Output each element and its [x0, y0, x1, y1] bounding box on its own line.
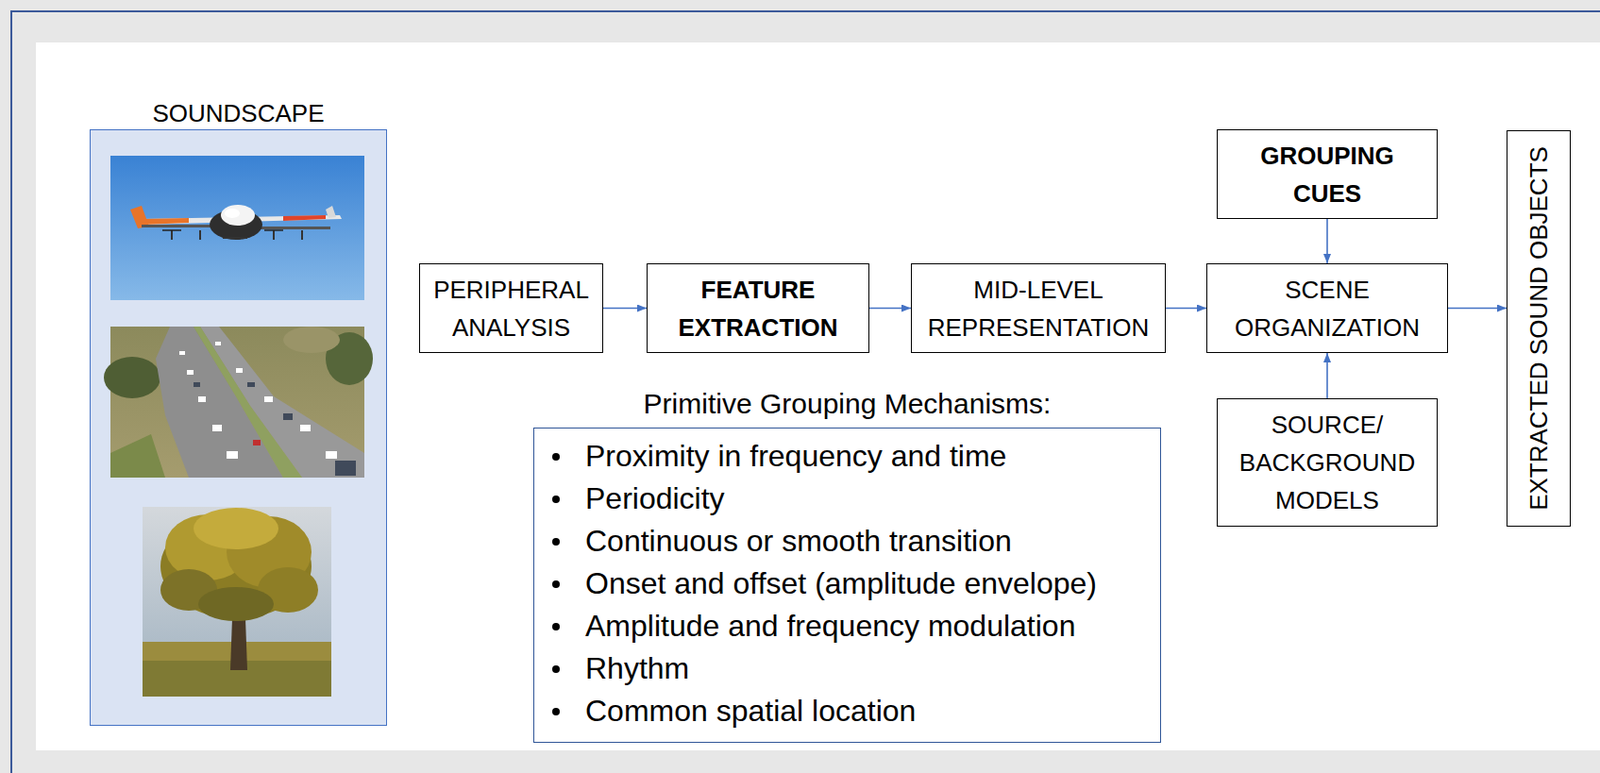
bullet-text: Onset and offset (amplitude envelope) — [585, 562, 1097, 606]
highway-photo — [103, 326, 373, 478]
flow-arrow — [869, 307, 911, 310]
bullet-dot — [552, 665, 560, 674]
process-box: FEATURE EXTRACTION — [646, 263, 870, 354]
flow-arrow — [1326, 218, 1329, 264]
bullet-dot — [552, 453, 560, 461]
bullet-dot — [552, 707, 560, 716]
flow-arrow — [1165, 307, 1207, 310]
bullet-row: Continuous or smooth transition — [534, 520, 1161, 563]
box-text-group: SOURCE/ BACKGROUND MODELS — [1232, 405, 1422, 520]
bullet-row: Amplitude and frequency modulation — [534, 605, 1161, 648]
bullet-text: Proximity in frequency and time — [585, 435, 1007, 478]
box-text-group: FEATURE EXTRACTION — [658, 270, 858, 347]
box-text-group: GROUPING CUES — [1246, 136, 1408, 213]
box-text-group: SCENE ORGANIZATION — [1218, 270, 1436, 347]
soundscape-fill — [89, 129, 388, 726]
bullet-row: Common spatial location — [534, 690, 1161, 733]
tree-photo — [142, 506, 332, 697]
bullet-dot — [552, 495, 560, 504]
flow-arrow — [603, 307, 647, 310]
box-text-group: MID-LEVEL REPRESENTATION — [920, 270, 1157, 347]
bullet-row: Rhythm — [534, 647, 1161, 691]
output-box: EXTRACTED SOUND OBJECTS — [1506, 130, 1571, 527]
process-box: PERIPHERAL ANALYSIS — [419, 263, 604, 354]
box-label: FEATURE EXTRACTION — [658, 270, 858, 347]
box-label: GROUPING CUES — [1246, 136, 1408, 213]
bullet-text: Amplitude and frequency modulation — [585, 605, 1076, 648]
bullet-dot — [552, 580, 560, 589]
process-box: SCENE ORGANIZATION — [1206, 263, 1449, 354]
bullet-text: Rhythm — [585, 647, 690, 691]
vertical-label: EXTRACTED SOUND OBJECTS — [1524, 146, 1553, 511]
bullet-text: Common spatial location — [585, 690, 916, 733]
bullet-dot — [552, 623, 560, 631]
process-box: MID-LEVEL REPRESENTATION — [910, 263, 1166, 354]
aircraft-photo — [110, 155, 365, 301]
soundscape-panel: SOUNDSCAPE — [89, 129, 388, 726]
input-box: GROUPING CUES — [1216, 129, 1438, 219]
bullet-row: Proximity in frequency and time — [534, 435, 1161, 478]
bullet-text: Continuous or smooth transition — [585, 520, 1012, 563]
box-label: SCENE ORGANIZATION — [1218, 270, 1436, 347]
list-heading: Primitive Grouping Mechanisms: — [439, 387, 1255, 422]
box-label: SOURCE/ BACKGROUND MODELS — [1232, 405, 1422, 520]
bullet-dot — [552, 538, 560, 546]
input-box: SOURCE/ BACKGROUND MODELS — [1216, 398, 1438, 527]
mechanism-list: Primitive Grouping Mechanisms:Proximity … — [533, 427, 1162, 743]
bullet-row: Periodicity — [534, 477, 1161, 521]
bullet-row: Onset and offset (amplitude envelope) — [534, 562, 1161, 606]
bullet-text: Periodicity — [585, 477, 725, 521]
box-label: PERIPHERAL ANALYSIS — [428, 270, 594, 347]
panel-heading: SOUNDSCAPE — [90, 99, 387, 128]
box-text-group: PERIPHERAL ANALYSIS — [428, 270, 594, 347]
box-label: MID-LEVEL REPRESENTATION — [920, 270, 1157, 347]
flow-arrow — [1448, 307, 1507, 310]
flow-arrow — [1326, 353, 1329, 399]
